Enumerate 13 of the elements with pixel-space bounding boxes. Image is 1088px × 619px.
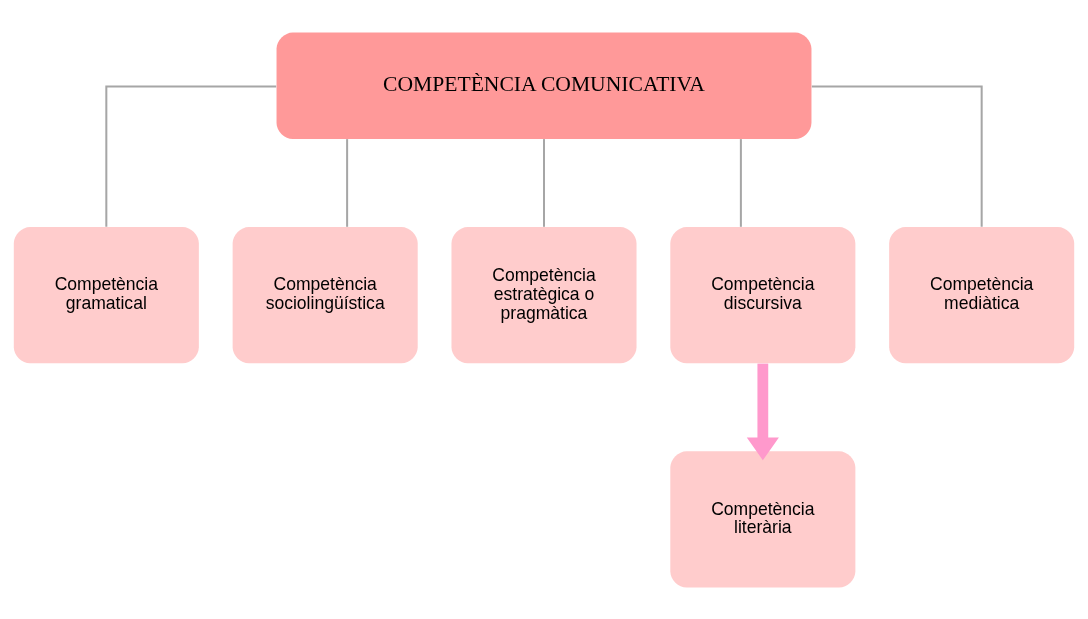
node-box: Competència mediàtica (889, 226, 1075, 363)
node-box: Competència sociolingüística (232, 226, 418, 363)
connector (811, 84, 983, 227)
connector (346, 138, 349, 227)
connector (739, 138, 742, 227)
node-box: Competència discursiva (670, 226, 856, 363)
node-box: Competència literària (670, 450, 856, 588)
node-box: Competència estratègica o pragmàtica (451, 226, 637, 363)
connector (105, 84, 277, 227)
node-box: Competència gramatical (13, 226, 199, 363)
node-box: COMPETÈNCIA COMUNICATIVA (276, 31, 812, 139)
arrow (746, 363, 779, 460)
connector (543, 138, 545, 227)
